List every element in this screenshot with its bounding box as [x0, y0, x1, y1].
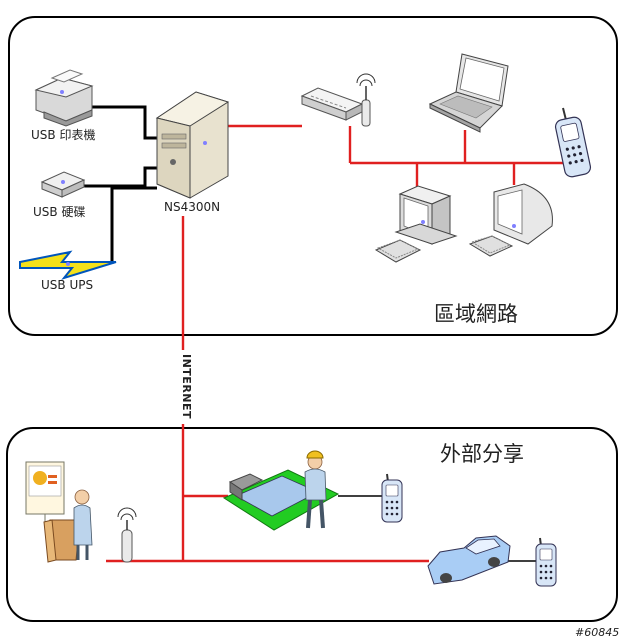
nas-label: NS4300N — [164, 200, 220, 214]
internet-label: INTERNET — [180, 354, 193, 419]
usb-printer-label: USB 印表機 — [31, 127, 95, 142]
external-label: 外部分享 — [440, 442, 524, 466]
laptop-icon — [428, 53, 509, 133]
ups-lightning-icon — [19, 250, 117, 280]
external-region — [6, 427, 618, 622]
lan-label: 區域網路 — [434, 302, 518, 326]
router-icon — [300, 73, 376, 127]
cellphone-icon — [554, 107, 592, 178]
car-icon — [427, 535, 511, 585]
imac-icon — [468, 183, 553, 257]
presenter-icon — [25, 461, 93, 563]
cellphone-icon-3 — [535, 537, 557, 587]
server-tower-icon — [155, 91, 230, 199]
watermark: #60845 — [575, 626, 619, 639]
external-disk-icon — [40, 171, 86, 198]
engineer-workstation-icon — [222, 450, 340, 531]
desktop-pc-icon — [374, 185, 458, 263]
usb-cables — [82, 105, 157, 264]
printer-icon — [34, 69, 94, 127]
lan-region — [8, 16, 618, 336]
internet-label-bg — [175, 350, 191, 424]
usb-disk-label: USB 硬碟 — [33, 205, 85, 219]
cellphone-icon-2 — [381, 473, 403, 523]
usb-ups-label: USB UPS — [41, 278, 93, 292]
access-point-icon — [117, 507, 137, 563]
